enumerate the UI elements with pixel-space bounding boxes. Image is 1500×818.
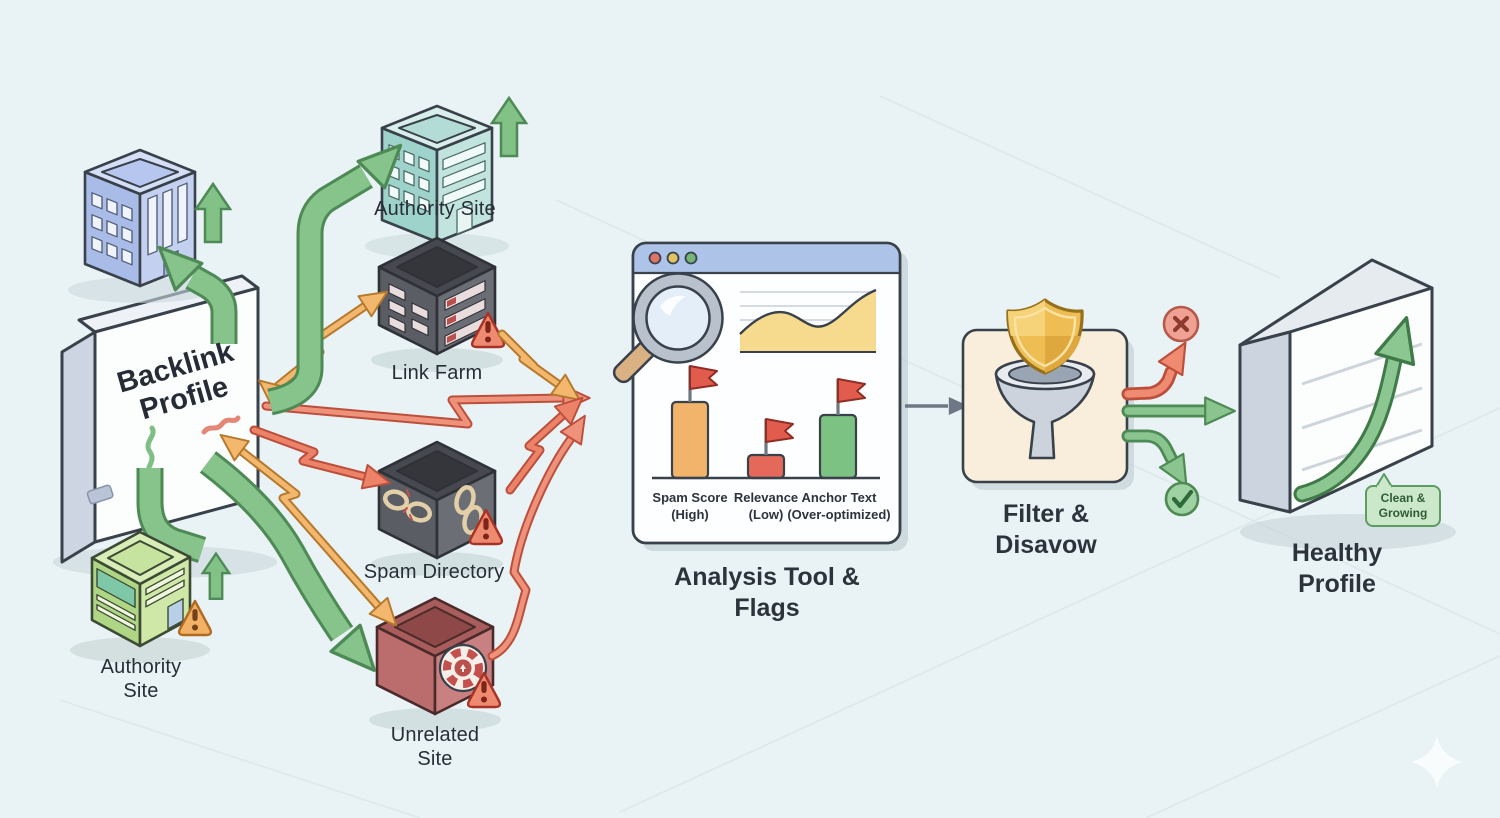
sparkle-icon <box>1411 736 1463 788</box>
growth-up-arrow-icon <box>490 96 528 158</box>
analysis-tool-window <box>612 241 908 551</box>
flagged-bar-chart <box>652 364 880 480</box>
red-squiggle-icon <box>201 415 241 435</box>
bar-anchor-text <box>818 413 858 480</box>
bar-spam-score <box>670 400 710 480</box>
trend-chart <box>739 288 877 353</box>
bar-relevance <box>746 453 786 480</box>
magnifier-icon <box>612 272 724 384</box>
clean-growing-badge <box>1365 473 1441 527</box>
cross-circle-icon <box>1162 305 1200 343</box>
broken-chain-icon <box>383 489 432 523</box>
authority-building-green <box>70 530 210 663</box>
link-farm-cube <box>371 236 503 372</box>
casino-chip-icon <box>438 643 488 693</box>
tag-icon <box>86 484 114 505</box>
filter-output-arrows <box>1121 334 1236 495</box>
shield-icon <box>1006 298 1084 375</box>
growth-up-arrow-icon <box>194 182 232 244</box>
connector-arrow <box>905 397 969 415</box>
spam-directory-cube <box>371 440 503 576</box>
filter-disavow-box <box>961 298 1134 490</box>
healthy-profile-box <box>1238 258 1456 550</box>
growth-arrow-icon <box>1293 310 1427 503</box>
check-circle-icon <box>1164 481 1200 517</box>
unrelated-site-cube <box>369 596 501 732</box>
authority-building-teal <box>365 104 509 259</box>
traffic-light-icons <box>648 251 698 265</box>
good-link-arrows <box>136 130 416 686</box>
toxic-link-arrows <box>212 280 597 661</box>
